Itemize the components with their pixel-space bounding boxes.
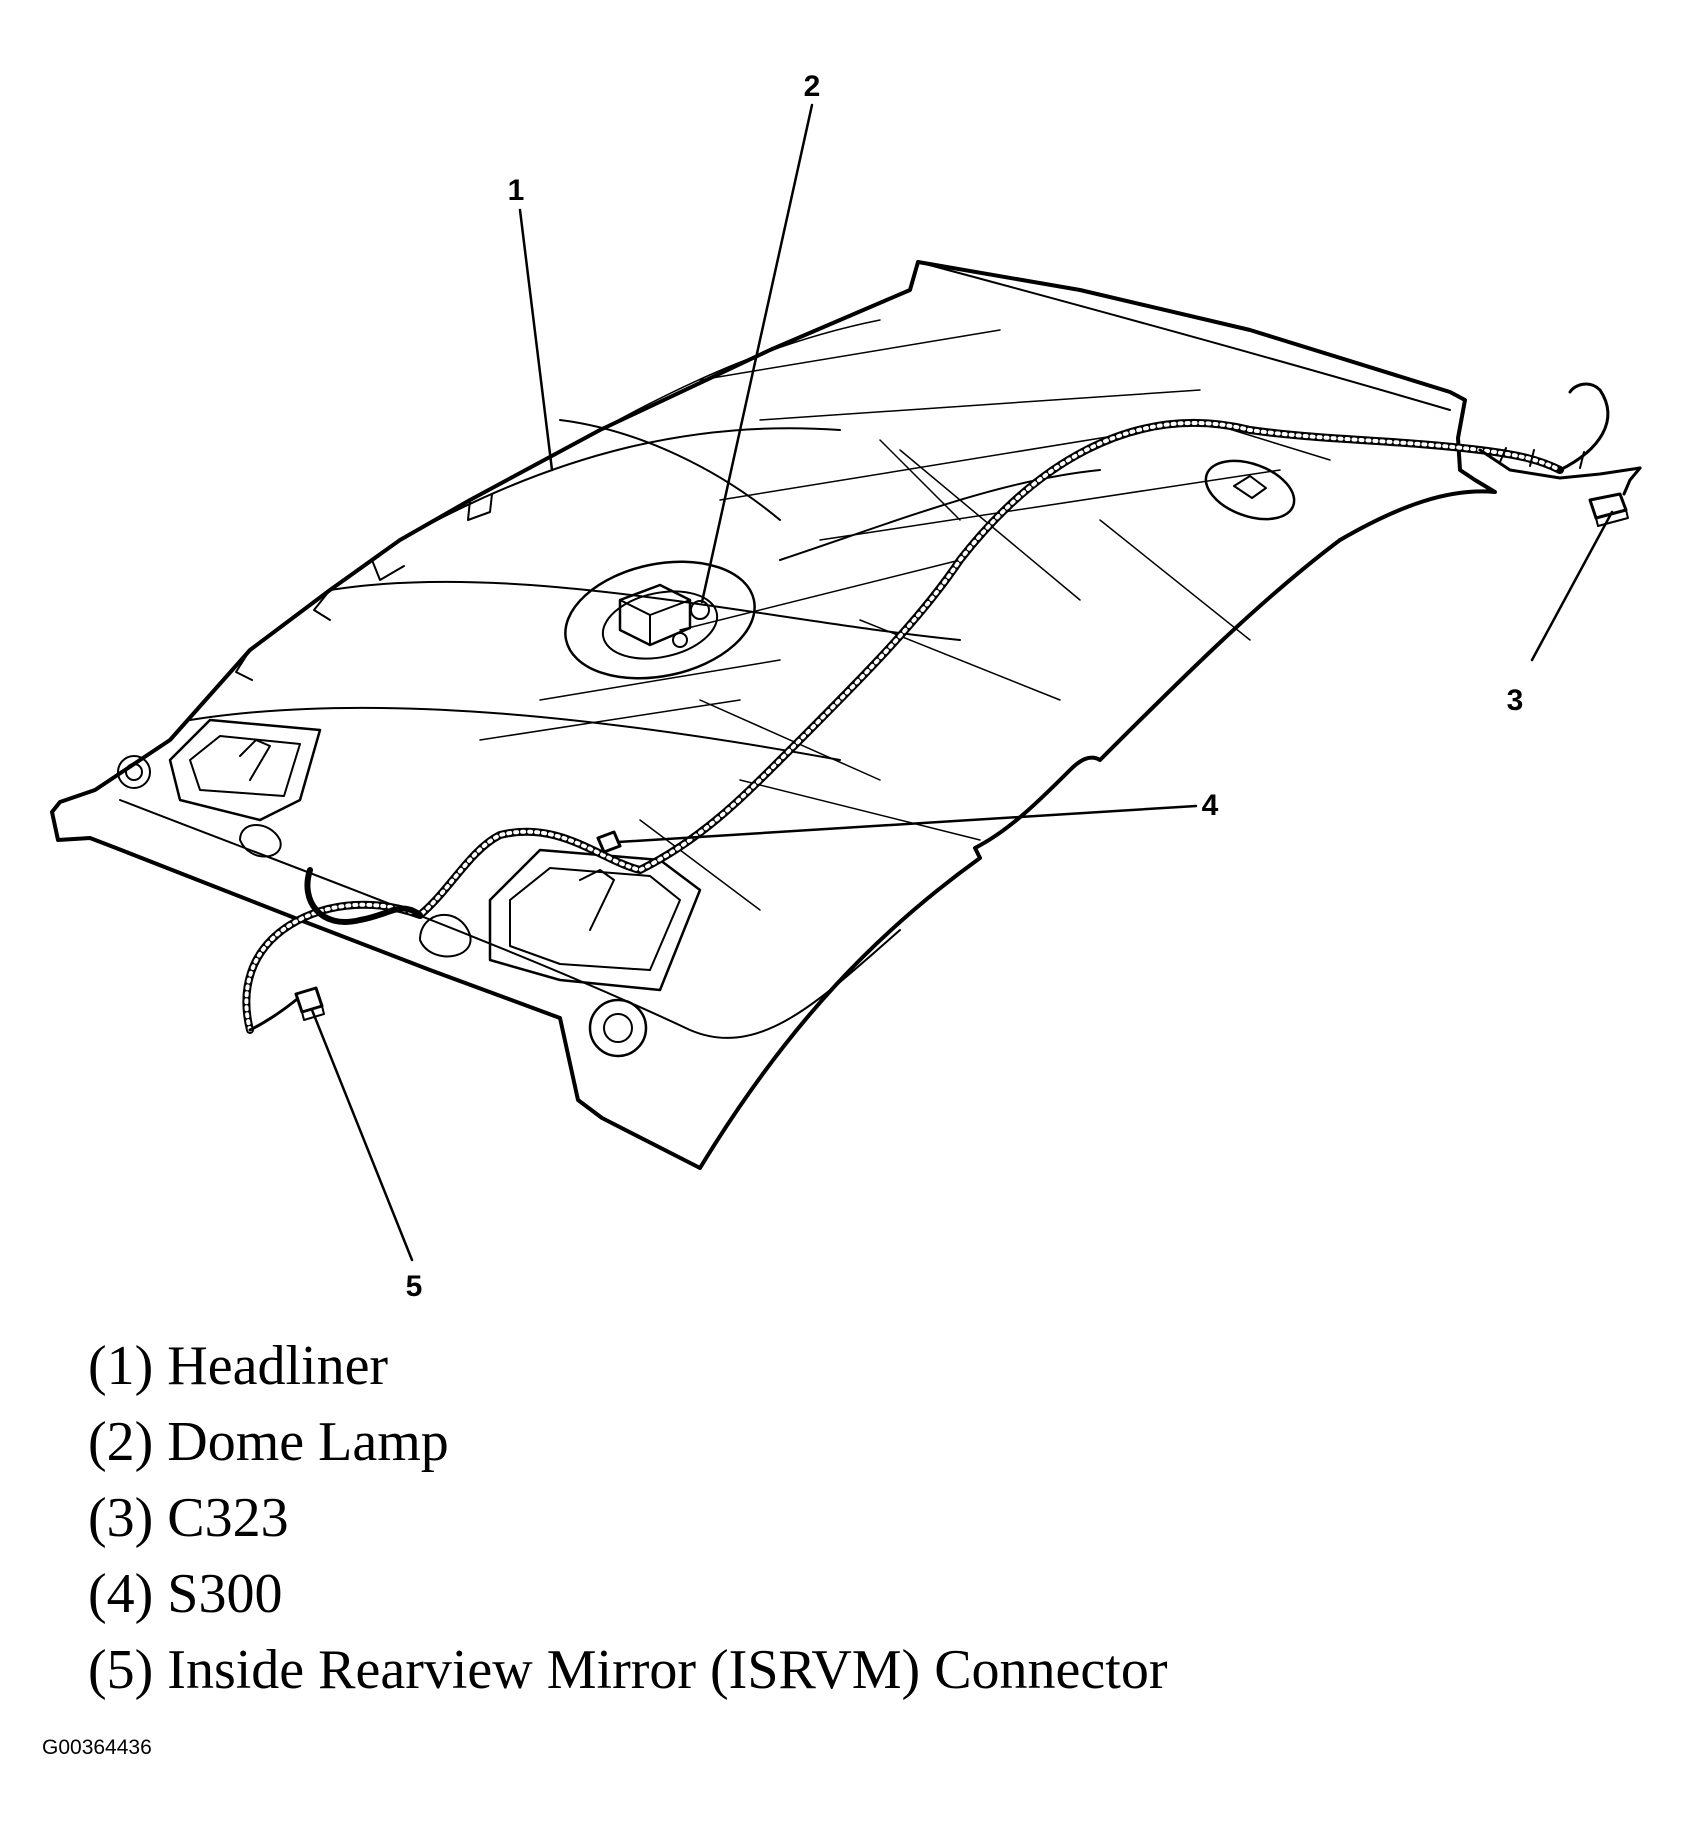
legend-item: (1) Headliner [88, 1335, 389, 1397]
dome-lamp [564, 560, 756, 680]
headliner-diagram: 1 2 3 4 5 [50, 70, 1642, 1300]
s300-splice [596, 830, 622, 854]
leader-lines [310, 103, 1614, 1262]
sun-visor-recess-right [419, 848, 702, 1058]
leader-line-2 [700, 103, 814, 604]
callout-number-1: 1 [508, 174, 525, 207]
legend-item: (4) S300 [88, 1563, 283, 1625]
callout-number-3: 3 [1507, 684, 1524, 717]
leader-line-5 [310, 1008, 414, 1262]
leader-line-1 [518, 208, 554, 472]
leader-line-4 [616, 804, 1198, 844]
wiring-harness [242, 382, 1642, 1034]
sun-visor-recess-left [117, 718, 322, 858]
callout-number-5: 5 [406, 1270, 423, 1300]
c323-connector [1588, 466, 1642, 527]
legend: (1) Headliner (2) Dome Lamp (3) C323 (4)… [88, 1328, 1167, 1708]
legend-item: (5) Inside Rearview Mirror (ISRVM) Conne… [88, 1639, 1168, 1701]
callout-number-4: 4 [1202, 789, 1219, 822]
rear-grab-handle [1204, 459, 1296, 521]
isrvm-connector [248, 986, 325, 1032]
callout-number-2: 2 [804, 70, 821, 103]
legend-item: (3) C323 [88, 1487, 289, 1549]
headliner-panel [50, 260, 1497, 1170]
legend-item: (2) Dome Lamp [88, 1411, 449, 1473]
figure-id: G00364436 [42, 1736, 152, 1759]
leader-line-3 [1530, 510, 1614, 662]
